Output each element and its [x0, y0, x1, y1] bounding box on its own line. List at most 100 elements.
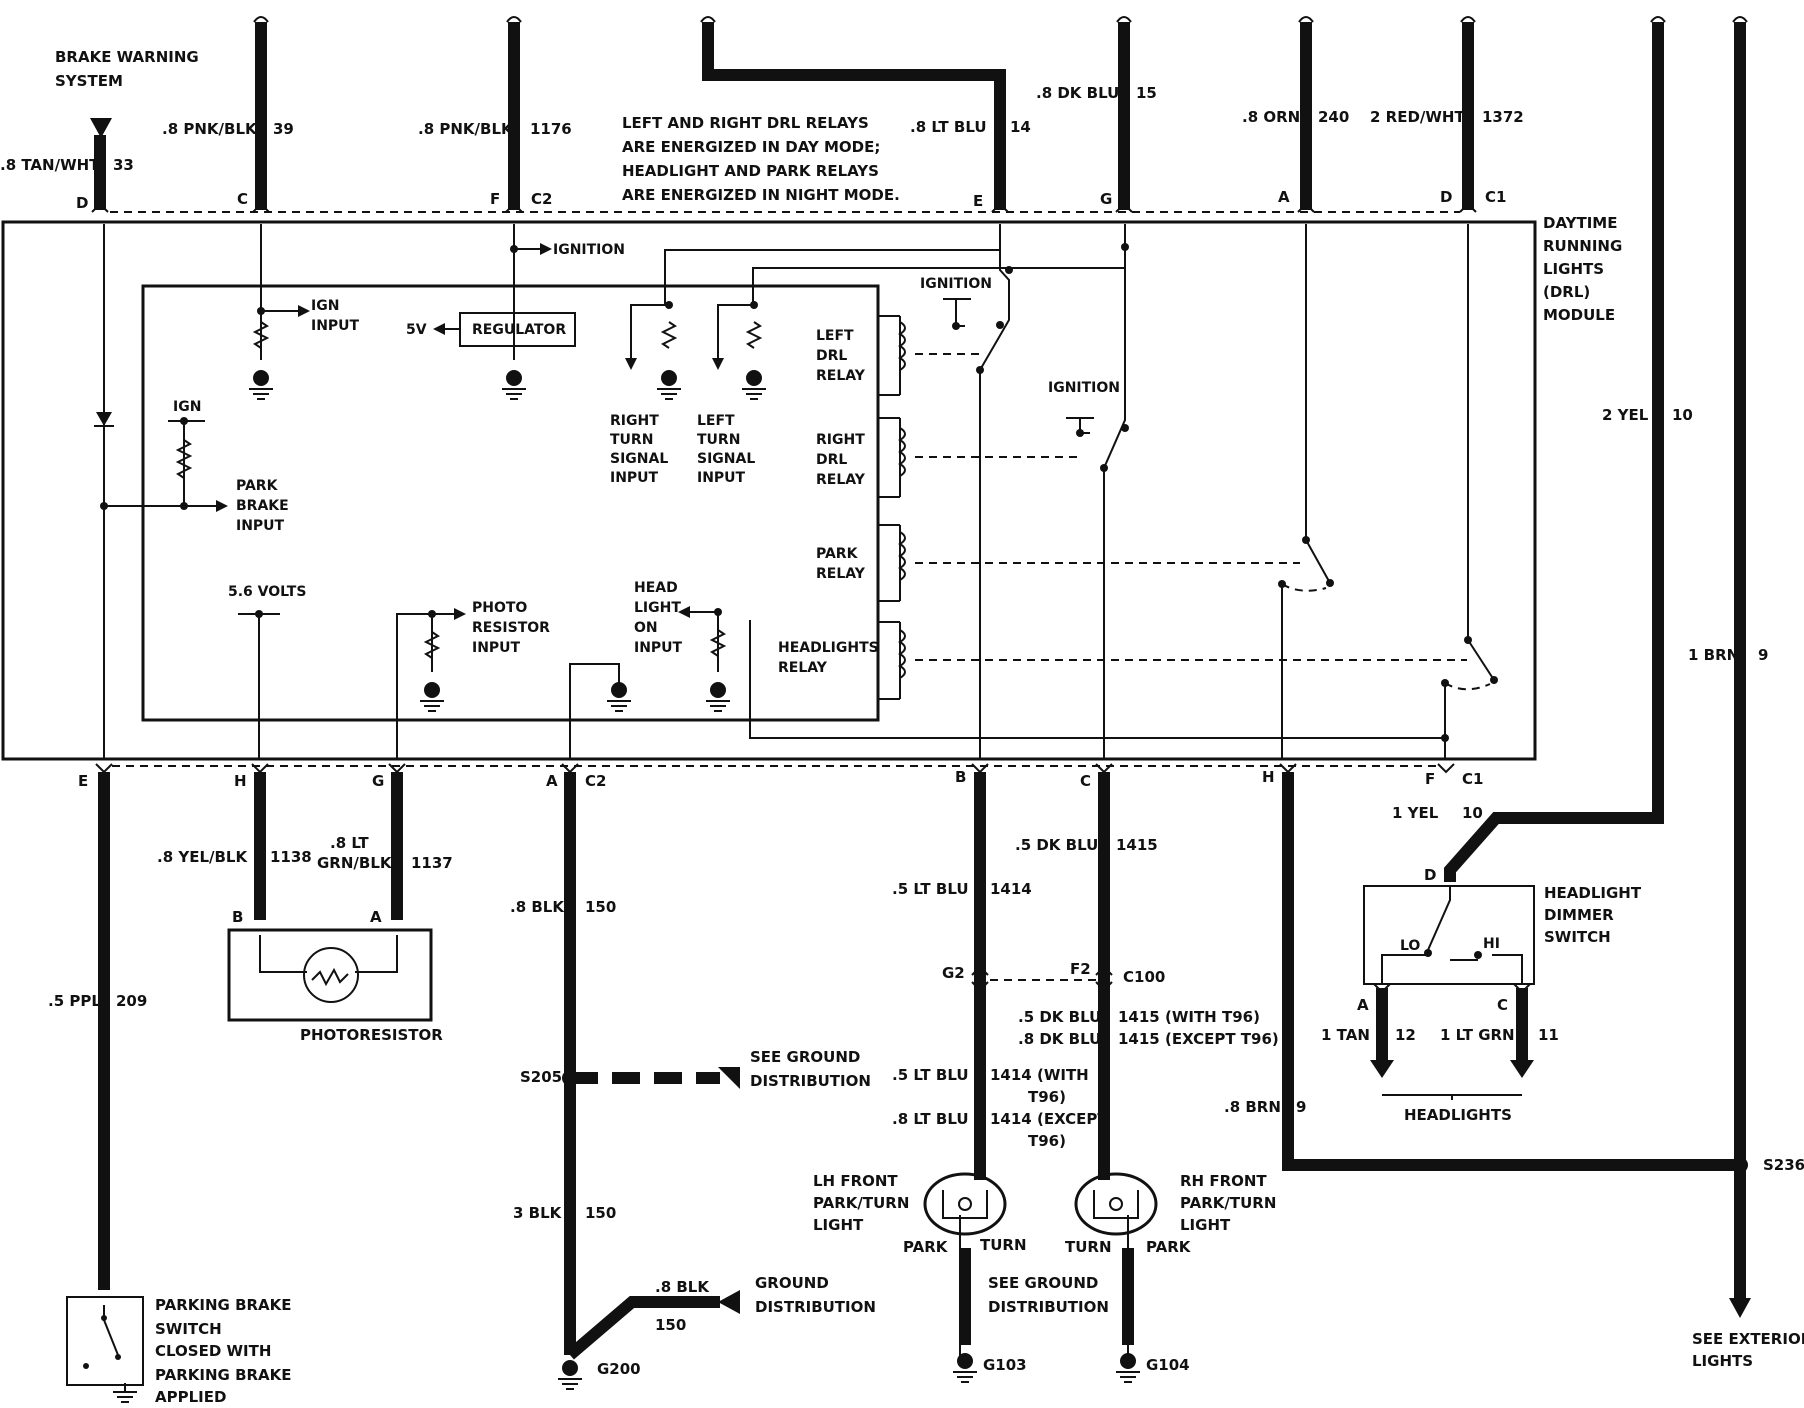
right-turn-1: RIGHT — [610, 413, 659, 429]
park-brake-input-1: PARK — [236, 478, 279, 494]
module-title-2: RUNNING — [1543, 237, 1622, 255]
w1414b-spec1: .5 LT BLU — [892, 1066, 969, 1084]
pin-bot-e: E — [78, 772, 88, 790]
ignition-label-3: IGNITION — [1048, 380, 1120, 396]
w1414-spec: .5 LT BLU — [892, 880, 969, 898]
headlights-label: HEADLIGHTS — [1404, 1106, 1512, 1124]
left-turn-3: SIGNAL — [697, 451, 755, 467]
pin-top-d2: D — [1440, 188, 1452, 206]
w1414b-spec2: .8 LT BLU — [892, 1110, 969, 1128]
brake-warning-line2: SYSTEM — [55, 72, 123, 90]
lower-wires — [98, 772, 1740, 1360]
w1414b-circuit2b: T96) — [1028, 1132, 1066, 1150]
w1415b-spec2: .8 DK BLU — [1018, 1030, 1101, 1048]
note-line3: HEADLIGHT AND PARK RELAYS — [622, 162, 879, 180]
left-drl-2: DRL — [816, 348, 847, 364]
pin-top-f: F — [490, 190, 500, 208]
bottom-pins — [95, 763, 1455, 774]
w209-spec: .5 PPL — [48, 992, 101, 1010]
labels: BRAKE WARNING SYSTEM .8 TAN/WHT 33 .8 PN… — [0, 48, 1804, 1406]
w1415-circuit: 1415 — [1116, 836, 1158, 854]
wire-240-spec: .8 ORN — [1242, 108, 1300, 126]
wire-15-spec: .8 DK BLU — [1036, 84, 1119, 102]
park-relay-1: PARK — [816, 546, 859, 562]
photo-pin-a: A — [370, 908, 382, 926]
left-turn-2: TURN — [697, 432, 740, 448]
photo-pin-b: B — [232, 908, 243, 926]
wire-39-spec: .8 PNK/BLK — [162, 120, 258, 138]
w11-circuit: 11 — [1538, 1026, 1559, 1044]
module-title-4: (DRL) — [1543, 283, 1590, 301]
wire-33-circuit: 33 — [113, 156, 134, 174]
w150a-spec: .8 BLK — [510, 898, 565, 916]
photo-input-3: INPUT — [472, 640, 521, 656]
c100-label: C100 — [1123, 968, 1165, 986]
left-turn-1: LEFT — [697, 413, 735, 429]
parking-brake-1: PARKING BRAKE — [155, 1296, 292, 1314]
w1414b-circuit1b: T96) — [1028, 1088, 1066, 1106]
pin-bot-f: F — [1425, 770, 1435, 788]
pin-bot-a: A — [546, 772, 558, 790]
w11-spec: 1 LT GRN — [1440, 1026, 1515, 1044]
headlights-relay-2: RELAY — [778, 660, 828, 676]
right-drl-1: RIGHT — [816, 432, 865, 448]
parking-brake-3: CLOSED WITH — [155, 1342, 271, 1360]
s205-label: S205 — [520, 1068, 562, 1086]
connector-bot-c2: C2 — [585, 772, 606, 790]
wire-1176-circuit: 1176 — [530, 120, 572, 138]
w10b-spec: 1 YEL — [1392, 804, 1439, 822]
w1415b-circuit2: 1415 (EXCEPT T96) — [1118, 1030, 1279, 1048]
park-brake-input-2: BRAKE — [236, 498, 289, 514]
module-title-3: LIGHTS — [1543, 260, 1604, 278]
five-volt-label: 5V — [406, 322, 427, 338]
wire-39-circuit: 39 — [273, 120, 294, 138]
head-light-2: LIGHT — [634, 600, 681, 616]
brake-warning-line1: BRAKE WARNING — [55, 48, 199, 66]
wire-15-circuit: 15 — [1136, 84, 1157, 102]
s236-label: S236 — [1763, 1156, 1804, 1174]
module-title-5: MODULE — [1543, 306, 1615, 324]
note-line1: LEFT AND RIGHT DRL RELAYS — [622, 114, 869, 132]
note-line2: ARE ENERGIZED IN DAY MODE; — [622, 138, 880, 156]
see-ground2-1: SEE GROUND — [988, 1274, 1098, 1292]
headlight-dimmer-switch — [1363, 885, 1535, 1100]
connector-top-c1: C1 — [1485, 188, 1506, 206]
w10a-circuit: 10 — [1672, 406, 1693, 424]
dimmer-pin-c: C — [1497, 996, 1508, 1014]
dimmer-pin-a: A — [1357, 996, 1369, 1014]
exterior-2: LIGHTS — [1692, 1352, 1753, 1370]
w9b-circuit: 9 — [1296, 1098, 1306, 1116]
rh-park-label: PARK — [1146, 1238, 1192, 1256]
pin-bot-h2: H — [1262, 768, 1275, 786]
w209-circuit: 209 — [116, 992, 147, 1010]
dimmer-2: DIMMER — [1544, 906, 1614, 924]
head-light-4: INPUT — [634, 640, 683, 656]
dimmer-1: HEADLIGHT — [1544, 884, 1642, 902]
right-drl-3: RELAY — [816, 472, 866, 488]
wire-240-circuit: 240 — [1318, 108, 1349, 126]
module-title-1: DAYTIME — [1543, 214, 1617, 232]
parking-brake-switch — [66, 1296, 144, 1403]
pin-top-g: G — [1100, 190, 1112, 208]
rh-front-light — [1074, 1172, 1158, 1236]
left-drl-3: RELAY — [816, 368, 866, 384]
internal-circuits — [94, 224, 1498, 760]
w150c-spec: .8 BLK — [655, 1278, 710, 1296]
c100-connector — [971, 965, 1113, 992]
left-turn-4: INPUT — [697, 470, 746, 486]
park-relay-2: RELAY — [816, 566, 866, 582]
pin-top-e: E — [973, 192, 983, 210]
g2-label: G2 — [942, 964, 965, 982]
parking-brake-5: APPLIED — [155, 1388, 226, 1406]
w1414b-circuit1: 1414 (WITH — [990, 1066, 1089, 1084]
ign-input-1: IGN — [311, 298, 339, 314]
five-six-volts: 5.6 VOLTS — [228, 584, 306, 600]
lh-park-label: PARK — [903, 1238, 949, 1256]
w150a-circuit: 150 — [585, 898, 616, 916]
head-light-3: ON — [634, 620, 658, 636]
pin-bot-g: G — [372, 772, 384, 790]
w1137-circuit: 1137 — [411, 854, 453, 872]
w10a-spec: 2 YEL — [1602, 406, 1649, 424]
see-ground2-2: DISTRIBUTION — [988, 1298, 1109, 1316]
lh-turn-label: TURN — [980, 1236, 1027, 1254]
